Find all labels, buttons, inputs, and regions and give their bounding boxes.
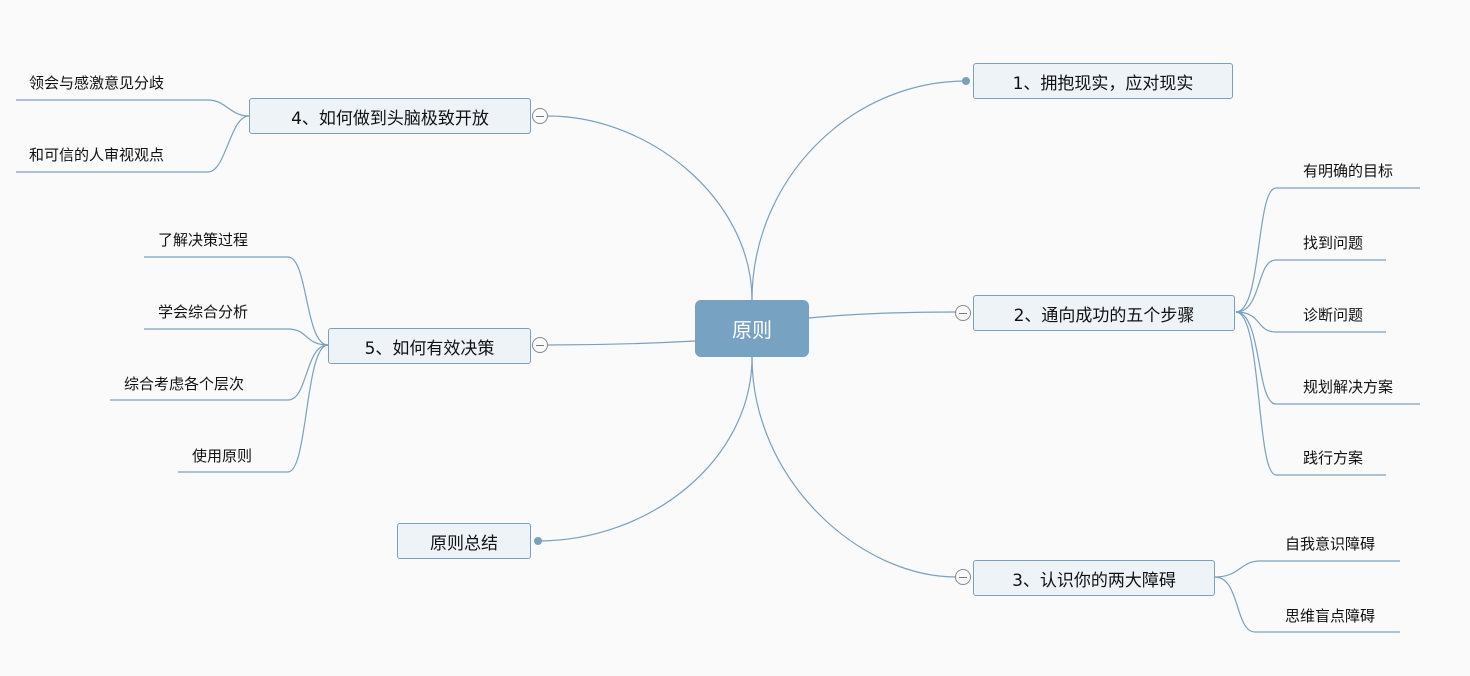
link-b2-c3 [1235, 311, 1386, 333]
leaf-b2-2[interactable]: 找到问题 [1303, 234, 1364, 252]
leaf-b2-3[interactable]: 诊断问题 [1303, 306, 1364, 324]
link-b4-c2 [16, 115, 250, 173]
root-topic-label: 原则 [732, 318, 772, 342]
leaf-b5-2[interactable]: 学会综合分析 [158, 303, 249, 321]
branch-3-collapse-toggle[interactable] [955, 569, 971, 585]
link-b5-c1 [144, 256, 329, 346]
branch-topic-6-label: 原则总结 [430, 533, 498, 554]
branch-topic-1-label: 1、拥抱现实，应对现实 [1012, 73, 1194, 94]
link-b3-c2 [1214, 576, 1400, 633]
branch-topic-2-label: 2、通向成功的五个步骤 [1013, 305, 1195, 326]
branch-topic-1[interactable]: 1、拥抱现实，应对现实 [973, 63, 1233, 99]
branch-topic-5-label: 5、如何有效决策 [364, 338, 495, 359]
link-root-b5 [547, 340, 696, 346]
link-b4-c1 [16, 99, 250, 117]
leaf-b5-1[interactable]: 了解决策过程 [158, 231, 249, 249]
branch-topic-4[interactable]: 4、如何做到头脑极致开放 [249, 98, 531, 134]
root-topic[interactable]: 原则 [695, 300, 809, 357]
link-root-b1 [751, 80, 967, 301]
branch-1-connector-dot [962, 77, 970, 85]
link-b2-c2 [1235, 259, 1386, 313]
leaf-b4-2[interactable]: 和可信的人审视观点 [29, 146, 165, 164]
branch-topic-6[interactable]: 原则总结 [397, 523, 531, 559]
link-root-b2 [808, 311, 957, 319]
branch-topic-2[interactable]: 2、通向成功的五个步骤 [973, 295, 1235, 331]
branch-topic-5[interactable]: 5、如何有效决策 [328, 328, 531, 364]
link-root-b4 [547, 115, 753, 301]
leaf-b2-4[interactable]: 规划解决方案 [1303, 378, 1394, 396]
leaf-b3-2[interactable]: 思维盲点障碍 [1285, 607, 1376, 625]
link-b5-c4 [178, 344, 329, 473]
link-b2-c1 [1235, 187, 1420, 313]
link-root-b6 [537, 356, 753, 542]
leaf-b2-5[interactable]: 践行方案 [1303, 449, 1364, 467]
link-root-b3 [751, 356, 957, 578]
branch-2-collapse-toggle[interactable] [955, 305, 971, 321]
branch-6-connector-dot [534, 537, 542, 545]
link-b2-c5 [1235, 311, 1386, 476]
branch-topic-4-label: 4、如何做到头脑极致开放 [291, 108, 489, 129]
link-b2-c4 [1235, 311, 1420, 405]
link-b3-c1 [1214, 560, 1400, 578]
branch-5-collapse-toggle[interactable] [532, 337, 548, 353]
leaf-b5-3[interactable]: 综合考虑各个层次 [124, 375, 245, 393]
leaf-b3-1[interactable]: 自我意识障碍 [1285, 535, 1376, 553]
branch-4-collapse-toggle[interactable] [532, 108, 548, 124]
leaf-b2-1[interactable]: 有明确的目标 [1303, 162, 1394, 180]
leaf-b4-1[interactable]: 领会与感激意见分歧 [29, 74, 165, 92]
leaf-b5-4[interactable]: 使用原则 [192, 447, 253, 465]
branch-topic-3[interactable]: 3、认识你的两大障碍 [973, 560, 1215, 596]
link-b5-c2 [144, 328, 329, 346]
link-b5-c3 [110, 344, 329, 401]
branch-topic-3-label: 3、认识你的两大障碍 [1012, 570, 1176, 591]
